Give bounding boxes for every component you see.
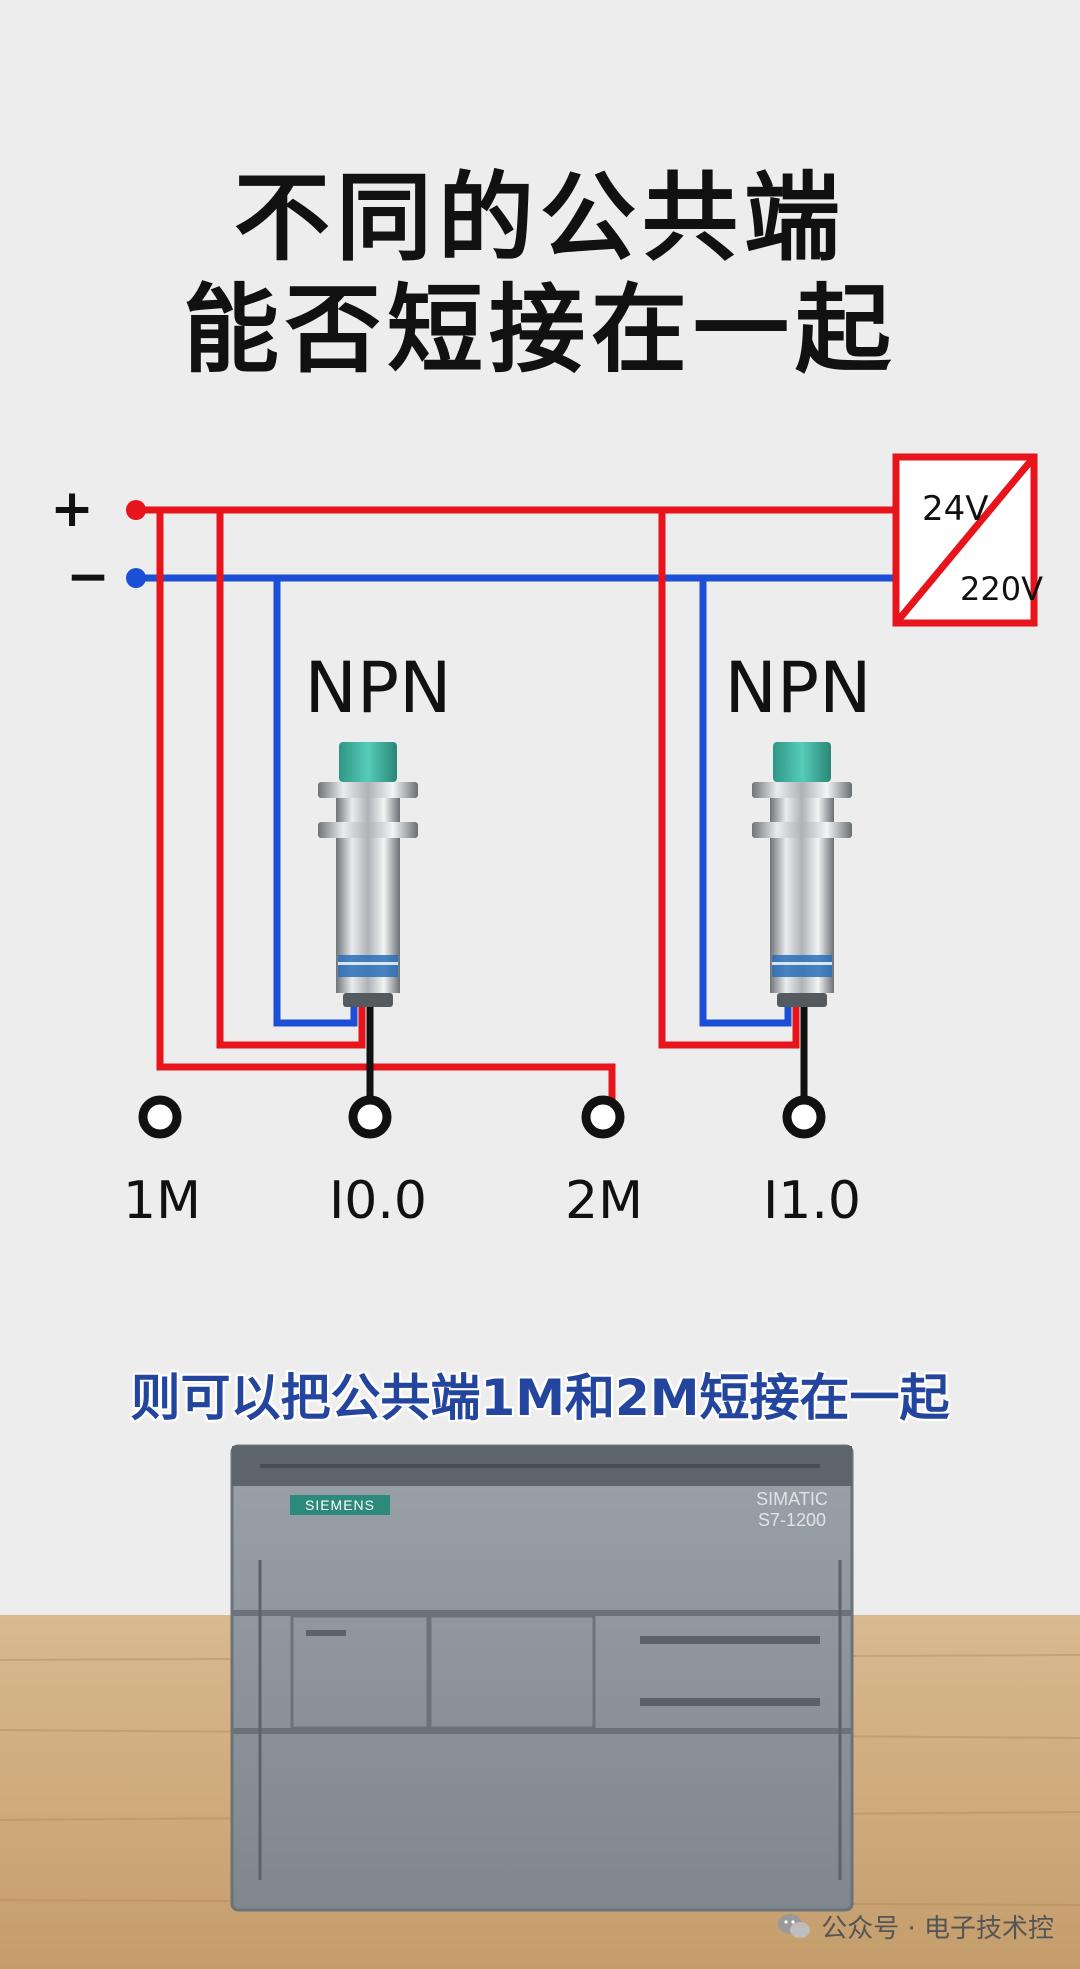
sensor2-nut-bottom xyxy=(752,822,852,838)
proximity-sensor-2 xyxy=(752,742,852,1007)
terminal-1m xyxy=(138,1095,182,1139)
sensor1-nut-bottom xyxy=(318,822,418,838)
watermark-text: 公众号 · 电子技术控 xyxy=(821,1914,1054,1944)
plc-controller xyxy=(230,1444,854,1912)
sensor2-type-label: NPN xyxy=(725,647,872,729)
power-supply-dc-label: 24V xyxy=(922,489,989,529)
terminal-i0-0 xyxy=(348,1095,392,1139)
terminal-label-i0-0: I0.0 xyxy=(329,1171,427,1231)
sensor2-cap xyxy=(773,742,831,782)
sensor2-nut-top xyxy=(752,782,852,798)
watermark: 公众号 · 电子技术控 xyxy=(777,1908,1054,1945)
terminal-label-i1-0: I1.0 xyxy=(763,1171,861,1231)
plc-brand-badge xyxy=(290,1495,390,1515)
proximity-sensor-1 xyxy=(318,742,418,1007)
plc-brand-text: SIEMENS xyxy=(305,1497,375,1513)
plc-left-door xyxy=(290,1614,430,1730)
sensor1-nut-top xyxy=(318,782,418,798)
sensor1-negative-wire xyxy=(273,574,358,1027)
sensor2-positive-wire xyxy=(658,506,800,1049)
terminal-2m xyxy=(581,1095,625,1139)
terminal-label-1m: 1M xyxy=(123,1171,201,1231)
plc-model-line-1: SIMATIC xyxy=(756,1489,828,1509)
terminal-i1-0 xyxy=(782,1095,826,1139)
plc-model-line-2: S7-1200 xyxy=(758,1510,826,1530)
caption-text: 则可以把公共端1M和2M短接在一起 xyxy=(130,1369,950,1427)
sensor1-positive-wire xyxy=(216,506,366,1049)
positive-sign: + xyxy=(50,479,94,539)
sensor2-negative-wire xyxy=(699,574,792,1027)
common-bridge-wire xyxy=(156,506,616,1114)
title-line-2: 能否短接在一起 xyxy=(183,274,897,386)
wechat-icon xyxy=(777,1913,811,1941)
power-supply-ac-label: 220V xyxy=(960,570,1043,608)
negative-sign: − xyxy=(66,547,110,607)
sensor1-type-label: NPN xyxy=(305,647,452,729)
positive-terminal-dot xyxy=(126,500,146,520)
power-supply-box xyxy=(892,453,1038,627)
negative-terminal-dot xyxy=(126,568,146,588)
title-line-1: 不同的公共端 xyxy=(234,162,846,274)
terminal-label-2m: 2M xyxy=(565,1171,643,1231)
sensor1-cap xyxy=(339,742,397,782)
plc-center-door xyxy=(428,1614,596,1730)
